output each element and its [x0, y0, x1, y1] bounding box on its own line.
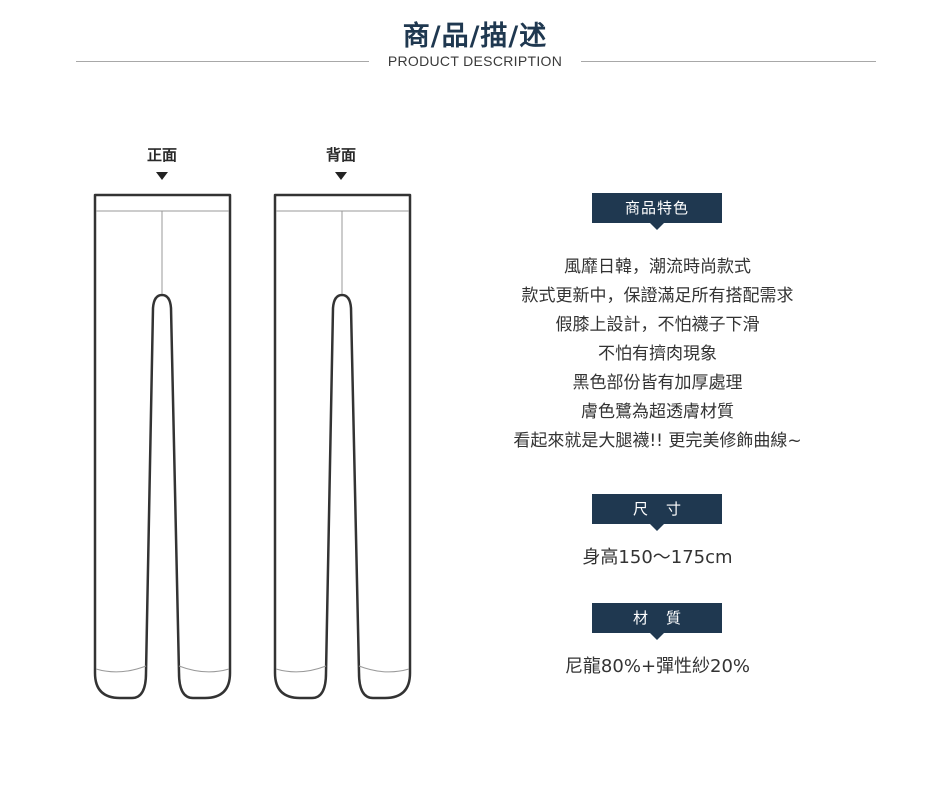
size-badge: 尺寸	[592, 494, 722, 531]
section-title: 商/品/描/述	[402, 21, 548, 52]
tights-back-illustration	[273, 193, 412, 700]
material-badge: 材質	[592, 603, 722, 640]
section-subtitle: PRODUCT DESCRIPTION	[387, 53, 563, 69]
size-value: 身高150～175cm	[582, 547, 733, 568]
feature-line: 膚色鷺為超透膚材質	[581, 402, 734, 422]
feature-list: 風靡日韓，潮流時尚款式 款式更新中，保證滿足所有搭配需求 假膝上設計，不怕襪子下…	[470, 253, 845, 456]
feature-line: 風靡日韓，潮流時尚款式	[564, 257, 751, 277]
front-arrow-icon	[156, 172, 168, 180]
feature-line: 不怕有擠肉現象	[598, 344, 717, 364]
back-arrow-icon	[335, 172, 347, 180]
feature-line: 看起來就是大腿襪!! 更完美修飾曲線~	[513, 431, 802, 451]
section-header: 商/品/描/述 PRODUCT DESCRIPTION	[0, 0, 950, 80]
tights-front-illustration	[93, 193, 232, 700]
back-view-label: 背面	[325, 146, 356, 164]
title-divider-right	[581, 61, 876, 62]
material-value: 尼龍80%+彈性紗20%	[564, 656, 751, 677]
feature-line: 黑色部份皆有加厚處理	[572, 373, 743, 393]
features-badge: 商品特色	[592, 193, 722, 230]
front-view-label: 正面	[146, 146, 177, 164]
title-divider-left	[76, 61, 369, 62]
feature-line: 款式更新中，保證滿足所有搭配需求	[521, 286, 794, 306]
feature-line: 假膝上設計，不怕襪子下滑	[555, 315, 760, 335]
